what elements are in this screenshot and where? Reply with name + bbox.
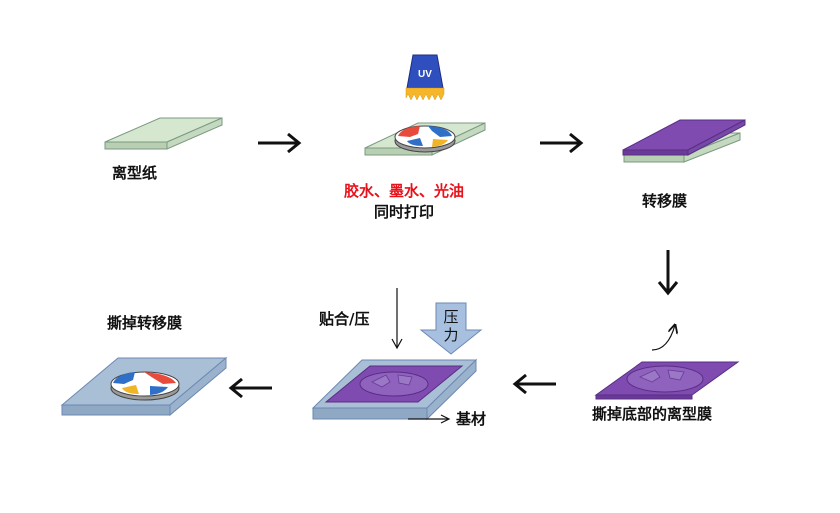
peeled-film	[594, 361, 740, 400]
peel-curve-arrow	[651, 325, 675, 351]
transfer-film-sheet	[622, 119, 746, 163]
release-paper-sheet	[104, 117, 223, 150]
printed-disc	[394, 125, 456, 153]
label-print-line2: 同时打印	[374, 203, 435, 221]
uv-lamp-icon: UV	[405, 54, 445, 101]
arrow-down	[657, 250, 679, 296]
label-laminate-press: 贴合/压	[319, 310, 370, 328]
label-print-line1: 胶水、墨水、光油	[344, 182, 465, 200]
pressure-label-2: 力	[443, 326, 458, 344]
label-substrate: 基材	[456, 410, 487, 428]
arrow-right-1	[258, 132, 302, 154]
arrow-left-1	[512, 373, 556, 395]
arrow-left-2	[228, 377, 272, 399]
substrate-pointer	[408, 414, 451, 424]
label-transfer-film: 转移膜	[642, 192, 688, 210]
pressure-arrow: 压 力	[419, 302, 483, 355]
pressure-label-1: 压	[443, 308, 458, 326]
label-peel-transfer: 撕掉转移膜	[107, 314, 183, 332]
uv-label: UV	[418, 69, 432, 80]
substrate-block	[311, 358, 478, 421]
final-product	[60, 356, 228, 417]
arrow-right-2	[540, 132, 584, 154]
label-release-paper: 离型纸	[112, 164, 158, 182]
laminate-arrow	[391, 288, 403, 350]
label-peel-bottom: 撕掉底部的离型膜	[592, 405, 713, 423]
